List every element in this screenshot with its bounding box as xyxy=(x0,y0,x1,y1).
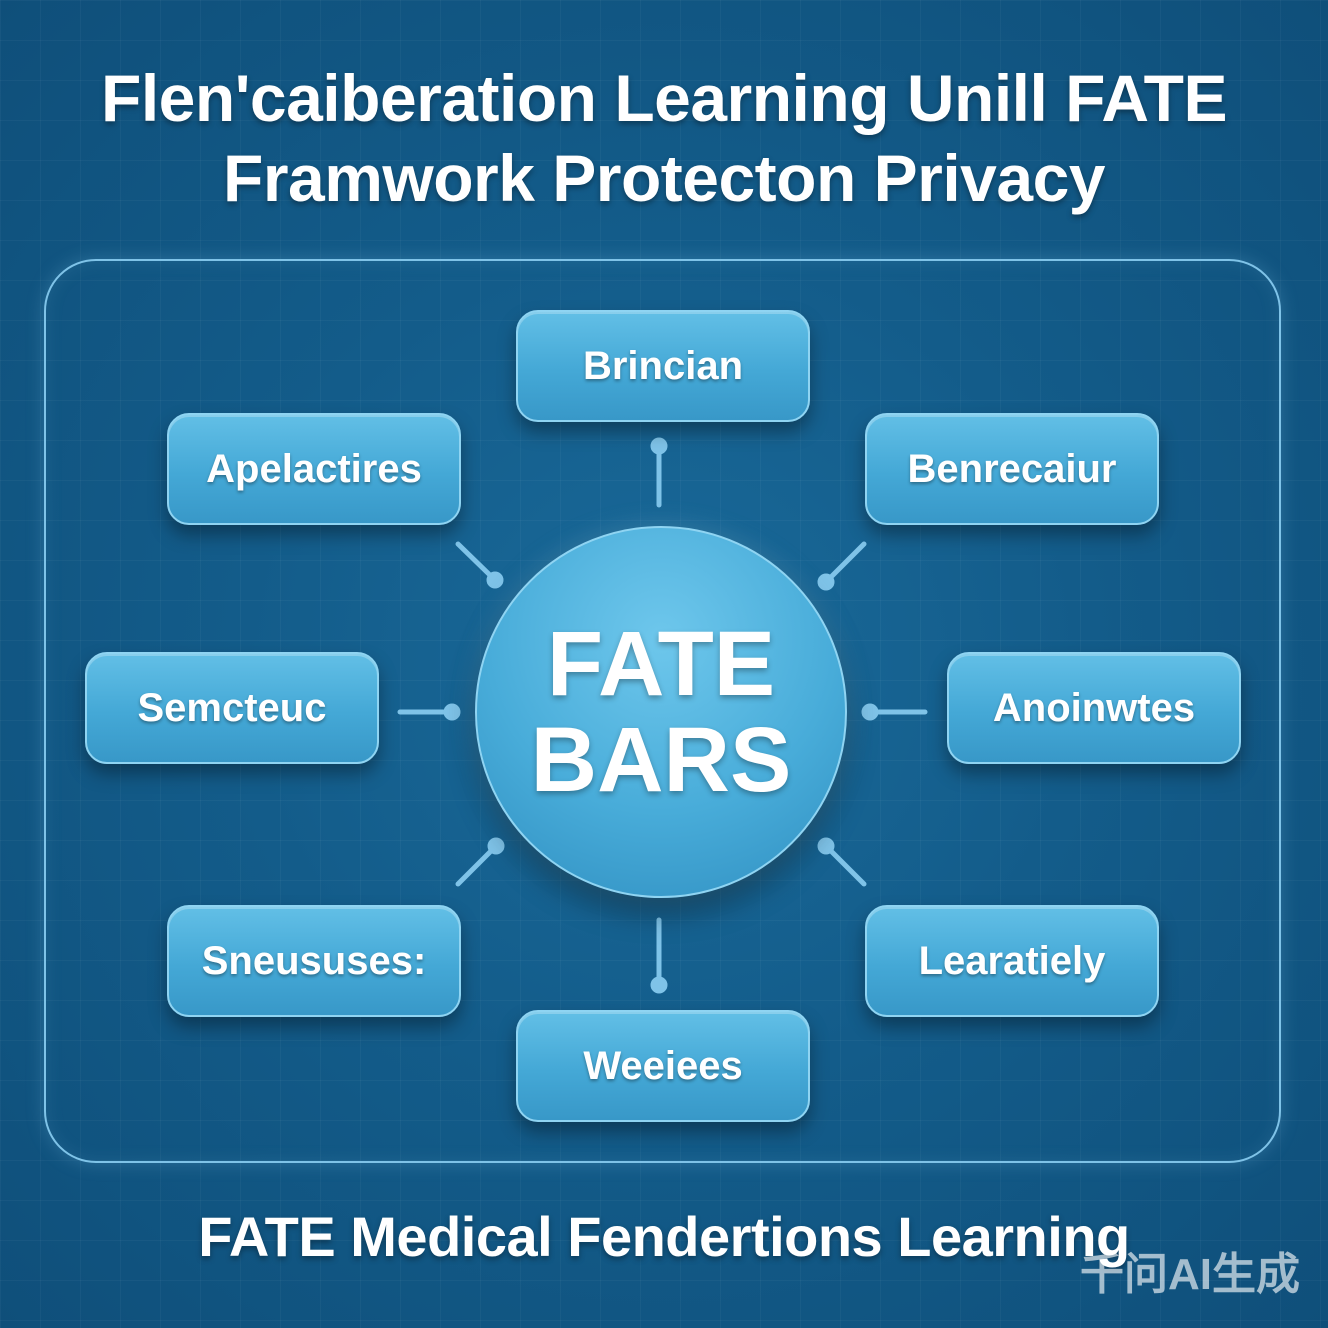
diagram-frame xyxy=(44,259,1281,1163)
node-top-left: Apelactires xyxy=(167,413,461,525)
hub-line-2: BARS xyxy=(530,709,792,811)
node-bottom-right: Learatiely xyxy=(865,905,1159,1017)
node-right: Anoinwtes xyxy=(947,652,1241,764)
node-bottom-left: Sneususes: xyxy=(167,905,461,1017)
connector-top-right xyxy=(817,541,867,591)
footer-caption: FATE Medical Fendertions Learning xyxy=(198,1205,1130,1268)
watermark: 千问AI生成 xyxy=(1080,1250,1300,1299)
connector-left xyxy=(397,703,461,721)
node-bottom: Weeiees xyxy=(516,1010,810,1122)
hub-circle: FATE BARS xyxy=(475,526,847,898)
title-line-2: Framwork Protecton Privacy xyxy=(223,141,1106,215)
diagram-title: Flen'caiberation Learning Unill FATE Fra… xyxy=(0,58,1328,218)
connector-bottom-right xyxy=(817,837,867,887)
hub-line-1: FATE xyxy=(546,613,776,715)
connector-right xyxy=(861,703,928,721)
connector-bottom xyxy=(650,917,668,994)
connector-top-left xyxy=(455,541,504,589)
connector-top xyxy=(650,437,668,508)
node-top-right: Benrecaiur xyxy=(865,413,1159,525)
node-top: Brincian xyxy=(516,310,810,422)
node-left: Semcteuc xyxy=(85,652,379,764)
title-line-1: Flen'caiberation Learning Unill FATE xyxy=(101,61,1227,135)
connector-bottom-left xyxy=(455,837,505,887)
